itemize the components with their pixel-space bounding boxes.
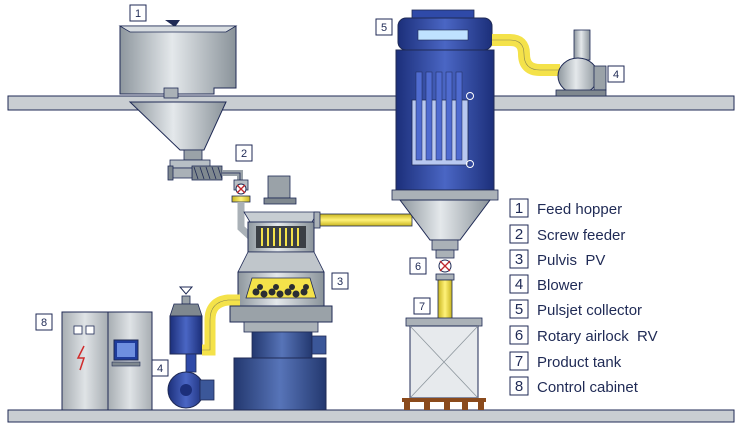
ground-floor <box>7 409 735 423</box>
svg-text:Rotary airlock RV: Rotary airlock RV <box>537 328 658 345</box>
svg-text:2: 2 <box>241 148 247 160</box>
callout-3: 3 <box>331 272 349 290</box>
legend-item: 1 Feed hopper <box>509 198 622 218</box>
svg-text:6: 6 <box>515 327 523 344</box>
legend-item: 3 Pulvis PV <box>509 249 605 269</box>
svg-text:Pulsjet collector: Pulsjet collector <box>537 302 642 319</box>
feed-hopper <box>118 20 238 161</box>
svg-text:4: 4 <box>157 363 163 375</box>
callout-4-lower: 4 <box>151 359 169 377</box>
callout-2: 2 <box>235 144 253 162</box>
blower <box>555 29 607 97</box>
legend: 1 Feed hopper 2 Screw feeder 3 Pulvis PV… <box>509 198 658 396</box>
screw-feeder <box>167 159 243 190</box>
svg-text:4: 4 <box>613 69 619 81</box>
svg-text:8: 8 <box>41 317 47 329</box>
svg-text:7: 7 <box>419 301 425 313</box>
svg-text:2: 2 <box>515 226 523 243</box>
callout-8: 8 <box>35 313 53 331</box>
svg-text:3: 3 <box>337 276 343 288</box>
product-tank <box>402 317 486 410</box>
svg-text:7: 7 <box>515 353 523 370</box>
legend-item: 5 Pulsjet collector <box>509 299 642 319</box>
svg-text:5: 5 <box>381 22 387 34</box>
legend-item: 8 Control cabinet <box>509 376 639 396</box>
callout-6: 6 <box>409 257 427 275</box>
legend-item: 7 Product tank <box>509 351 622 371</box>
svg-text:1: 1 <box>515 200 523 217</box>
rotary-airlock <box>435 249 455 323</box>
pulsjet-collector <box>391 9 560 251</box>
svg-text:Control cabinet: Control cabinet <box>537 379 639 396</box>
callout-5: 5 <box>375 18 393 36</box>
legend-item: 2 Screw feeder <box>509 224 625 244</box>
svg-text:1: 1 <box>135 8 141 20</box>
svg-text:Product tank: Product tank <box>537 354 622 371</box>
svg-text:4: 4 <box>515 276 523 293</box>
svg-text:Blower: Blower <box>537 277 583 294</box>
svg-text:Pulvis PV: Pulvis PV <box>537 252 605 269</box>
high-voltage-icon <box>76 345 86 371</box>
callout-4: 4 <box>607 65 625 83</box>
callout-1: 1 <box>129 4 147 22</box>
vent-arrow-icon <box>178 286 194 295</box>
pulvis-mill <box>229 175 413 411</box>
mill-blower <box>167 286 240 409</box>
callouts: 1 2 3 4 5 6 7 8 <box>35 4 625 377</box>
svg-text:6: 6 <box>415 261 421 273</box>
legend-item: 4 Blower <box>509 274 583 294</box>
upper-platform <box>7 95 735 111</box>
legend-item: 6 Rotary airlock RV <box>509 325 658 345</box>
svg-text:Feed hopper: Feed hopper <box>537 201 622 218</box>
svg-text:5: 5 <box>515 301 523 318</box>
svg-text:3: 3 <box>515 251 523 268</box>
svg-text:Screw feeder: Screw feeder <box>537 227 625 244</box>
inlet-arrow-icon <box>165 20 180 27</box>
control-cabinet <box>61 311 153 411</box>
callout-7: 7 <box>413 297 431 315</box>
svg-text:8: 8 <box>515 378 523 395</box>
